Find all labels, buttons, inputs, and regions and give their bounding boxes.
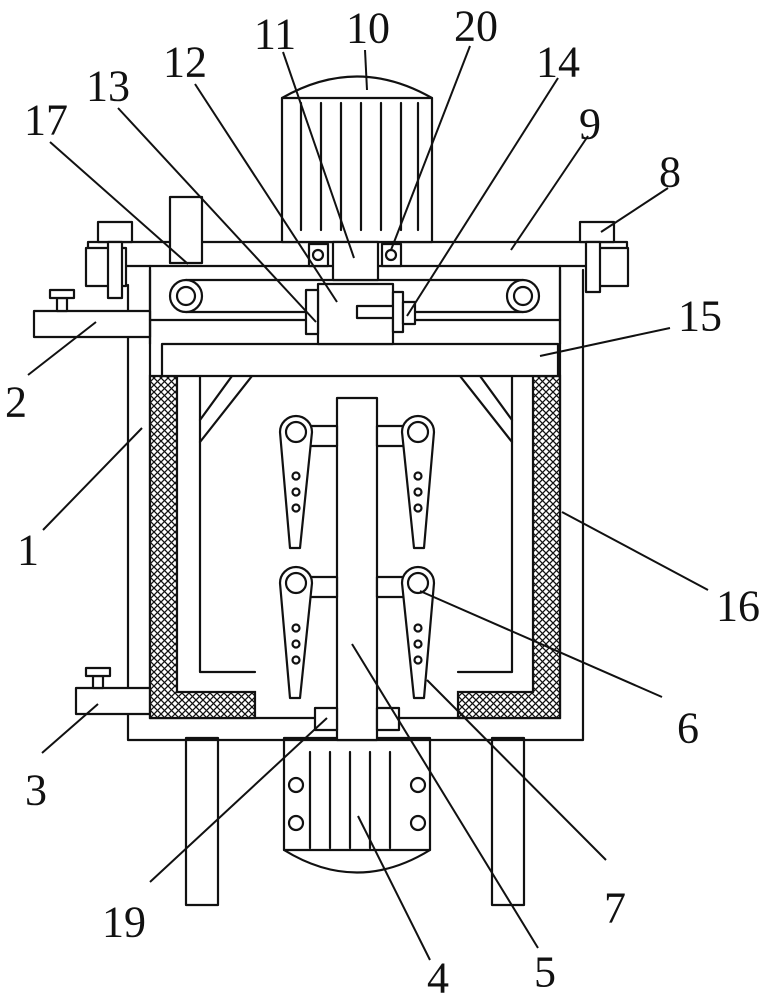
stirring-blades xyxy=(278,414,436,700)
label-16: 16 xyxy=(716,582,760,631)
lid-plate xyxy=(160,342,560,378)
top-motor xyxy=(280,75,434,244)
label-14: 14 xyxy=(536,38,580,87)
bottom-motor xyxy=(282,736,432,874)
clamp-right xyxy=(578,220,630,294)
label-7: 7 xyxy=(604,884,626,933)
label-15: 15 xyxy=(678,292,722,341)
drive-block xyxy=(307,240,403,282)
clamp-left xyxy=(84,220,134,300)
label-11: 11 xyxy=(254,10,296,59)
label-2: 2 xyxy=(5,378,27,427)
scraper-frame xyxy=(198,374,514,674)
label-12: 12 xyxy=(163,38,207,87)
labels: 1 2 3 4 5 6 7 8 9 10 11 12 13 14 15 16 1… xyxy=(5,2,760,1000)
label-4: 4 xyxy=(427,954,449,1000)
label-9: 9 xyxy=(579,100,601,149)
label-17: 17 xyxy=(24,96,68,145)
label-8: 8 xyxy=(659,148,681,197)
label-1: 1 xyxy=(17,526,39,575)
label-19: 19 xyxy=(102,898,146,947)
inlet-pipe xyxy=(32,288,152,339)
label-13: 13 xyxy=(86,62,130,111)
label-5: 5 xyxy=(534,948,556,997)
label-6: 6 xyxy=(677,704,699,753)
stirring-shaft xyxy=(313,396,401,742)
leader-lines xyxy=(27,45,709,961)
support-legs xyxy=(184,736,526,907)
label-3: 3 xyxy=(25,766,47,815)
label-20: 20 xyxy=(454,2,498,51)
outlet-pipe xyxy=(74,666,152,716)
belt-drive xyxy=(168,195,541,314)
label-10: 10 xyxy=(346,4,390,53)
